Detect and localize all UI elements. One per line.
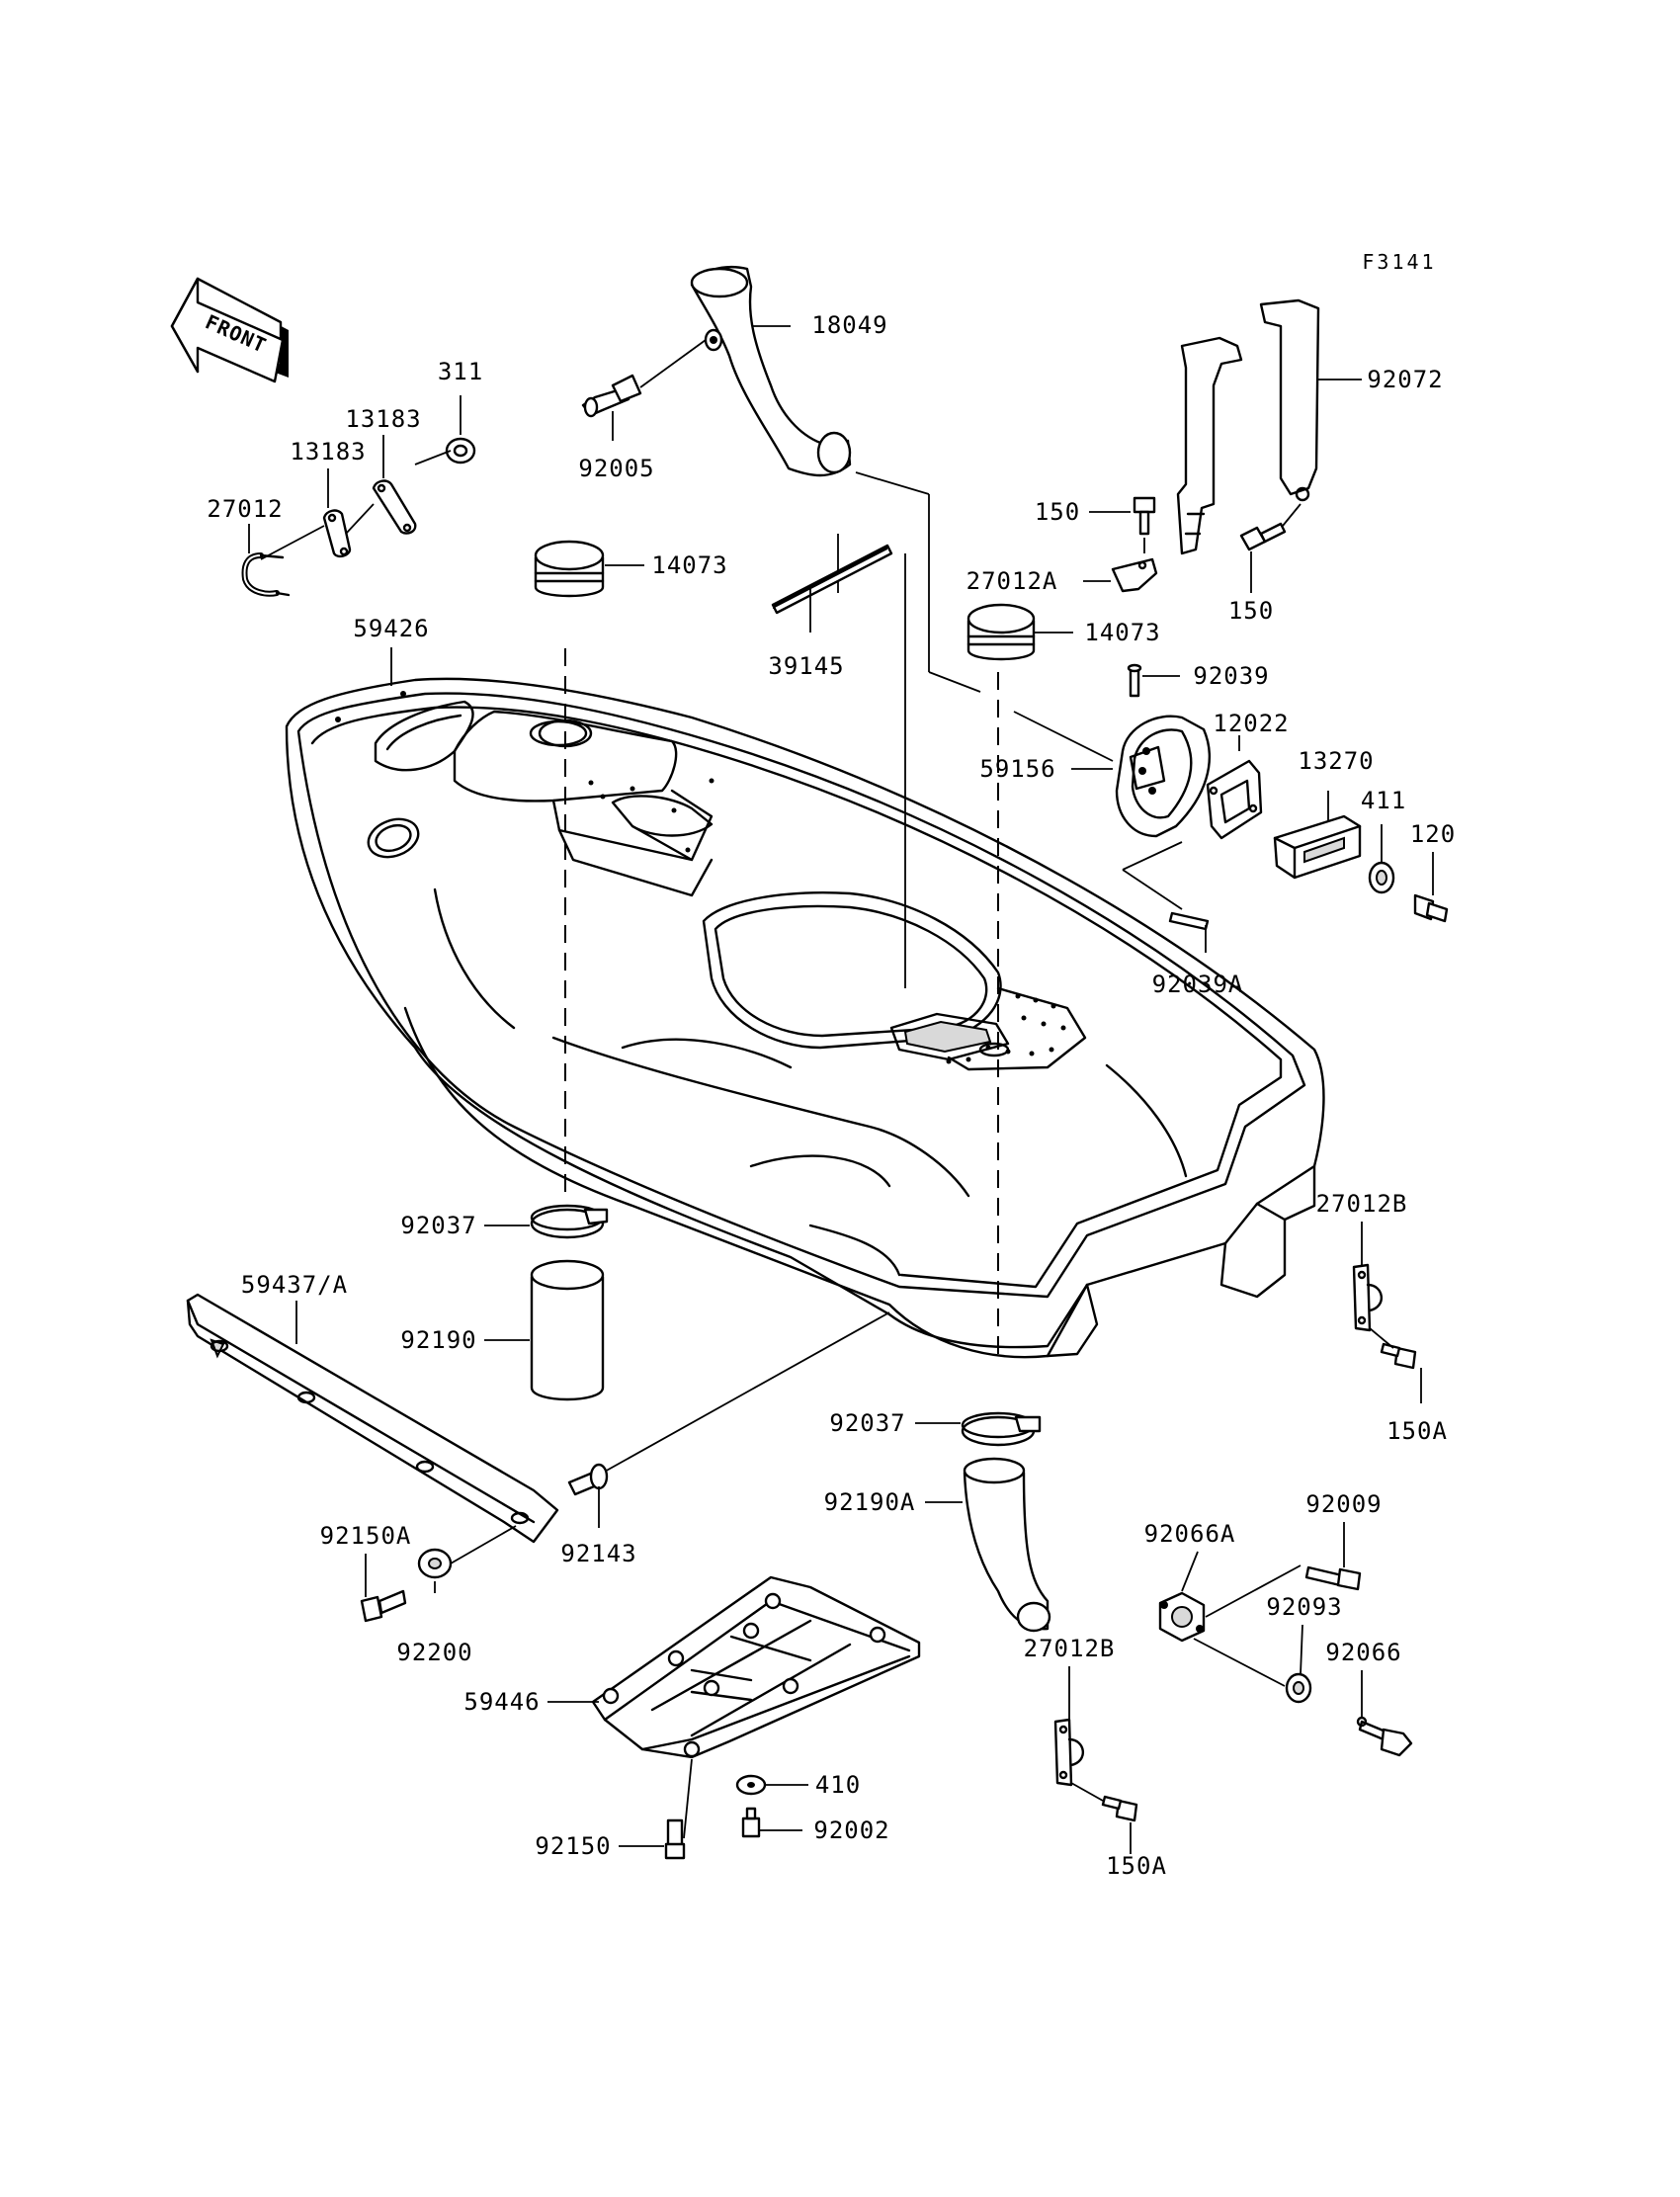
callout-120: 120 xyxy=(1410,820,1456,848)
part-92037-clamp-b xyxy=(961,1411,1042,1447)
part-120-bolt xyxy=(1413,893,1449,923)
callout-12022: 12022 xyxy=(1213,710,1289,737)
callout-14073-a: 14073 xyxy=(651,551,727,579)
part-92093-washer xyxy=(1285,1672,1312,1704)
part-92009-screw xyxy=(1304,1565,1362,1591)
part-92005-fitting xyxy=(581,374,642,418)
part-92039-pin xyxy=(1127,663,1142,698)
part-27012B-bracket-b xyxy=(1053,1718,1084,1787)
part-311-nut xyxy=(445,437,476,465)
part-27012-ubolt xyxy=(241,552,291,597)
callout-59426: 59426 xyxy=(353,615,429,642)
callout-92005: 92005 xyxy=(578,455,654,482)
part-150-bolt-a xyxy=(1133,496,1156,536)
figure-code: F3141 xyxy=(1362,250,1436,274)
part-39145-strip xyxy=(771,544,893,615)
callout-27012B-b: 27012B xyxy=(1024,1635,1116,1662)
part-150-bolt-b xyxy=(1239,522,1287,551)
part-150A-bolt-b xyxy=(1101,1795,1138,1822)
callout-13183-a: 13183 xyxy=(345,405,421,433)
callout-150A-b: 150A xyxy=(1106,1852,1167,1880)
callout-92150: 92150 xyxy=(535,1832,611,1860)
part-92150A-bolt xyxy=(360,1589,407,1623)
callout-311: 311 xyxy=(438,358,483,385)
callout-13183-b: 13183 xyxy=(290,438,366,465)
callout-92009: 92009 xyxy=(1305,1490,1382,1518)
part-18049-tube xyxy=(690,266,852,477)
part-13183-plate-b xyxy=(322,509,352,558)
part-92190A-bent-tube xyxy=(963,1457,1051,1633)
callout-150-a: 150 xyxy=(1035,498,1080,526)
part-59446-plate xyxy=(591,1575,921,1759)
callout-92190: 92190 xyxy=(400,1326,476,1354)
part-92200-washer xyxy=(417,1548,453,1579)
part-92039A-pin xyxy=(1168,911,1210,931)
part-410-washer xyxy=(735,1774,767,1796)
callout-13270: 13270 xyxy=(1298,747,1374,775)
callout-92066: 92066 xyxy=(1325,1639,1401,1666)
callout-92072: 92072 xyxy=(1367,366,1443,393)
part-150A-bolt-a xyxy=(1380,1342,1417,1370)
part-13270-block xyxy=(1273,814,1362,880)
callout-92002: 92002 xyxy=(813,1817,889,1844)
callout-92200: 92200 xyxy=(396,1639,472,1666)
callout-92039A: 92039A xyxy=(1152,971,1244,998)
hull-body xyxy=(285,677,1325,1359)
callout-92143: 92143 xyxy=(560,1540,636,1567)
callout-59437A: 59437/A xyxy=(241,1271,348,1299)
part-92150-bolt xyxy=(664,1818,686,1860)
callout-411: 411 xyxy=(1361,787,1406,814)
part-13183-plate-a xyxy=(372,479,417,535)
part-27012B-bracket-a xyxy=(1352,1263,1383,1332)
callout-92093: 92093 xyxy=(1266,1593,1342,1621)
callout-92037-b: 92037 xyxy=(829,1409,905,1437)
part-92190-tube xyxy=(530,1259,605,1401)
callout-92190A: 92190A xyxy=(824,1488,916,1516)
part-92002-bolt xyxy=(741,1807,761,1838)
callout-92150A: 92150A xyxy=(320,1522,412,1550)
callout-92037-a: 92037 xyxy=(400,1212,476,1239)
callout-150A-a: 150A xyxy=(1386,1417,1448,1445)
callout-150-b: 150 xyxy=(1228,597,1274,625)
part-14073-cap-a xyxy=(534,540,605,598)
callout-59156: 59156 xyxy=(979,755,1055,783)
part-14073-cap-b xyxy=(966,603,1036,661)
callout-92039: 92039 xyxy=(1193,662,1269,690)
callout-14073-b: 14073 xyxy=(1084,619,1160,646)
callout-27012A: 27012A xyxy=(966,567,1058,595)
part-411-washer xyxy=(1368,861,1395,894)
part-92143-collar xyxy=(567,1463,609,1496)
callout-27012: 27012 xyxy=(207,495,283,523)
callout-59446: 59446 xyxy=(463,1688,540,1716)
part-27012A-clip xyxy=(1111,557,1158,593)
callout-92066A: 92066A xyxy=(1144,1520,1236,1548)
part-59437A-rail xyxy=(186,1293,559,1544)
part-92066-plug xyxy=(1356,1716,1413,1757)
callout-39145: 39145 xyxy=(768,652,844,680)
part-92066A-fitting xyxy=(1158,1591,1206,1643)
part-59156-ring xyxy=(1115,715,1212,838)
part-12022-plate xyxy=(1206,759,1263,840)
part-92037-clamp-a xyxy=(530,1204,609,1239)
callout-18049: 18049 xyxy=(811,311,887,339)
part-92072-bracket xyxy=(1176,298,1320,555)
callout-27012B-a: 27012B xyxy=(1316,1190,1408,1218)
front-arrow-icon: FRONT xyxy=(170,277,289,383)
callout-410: 410 xyxy=(815,1771,861,1799)
